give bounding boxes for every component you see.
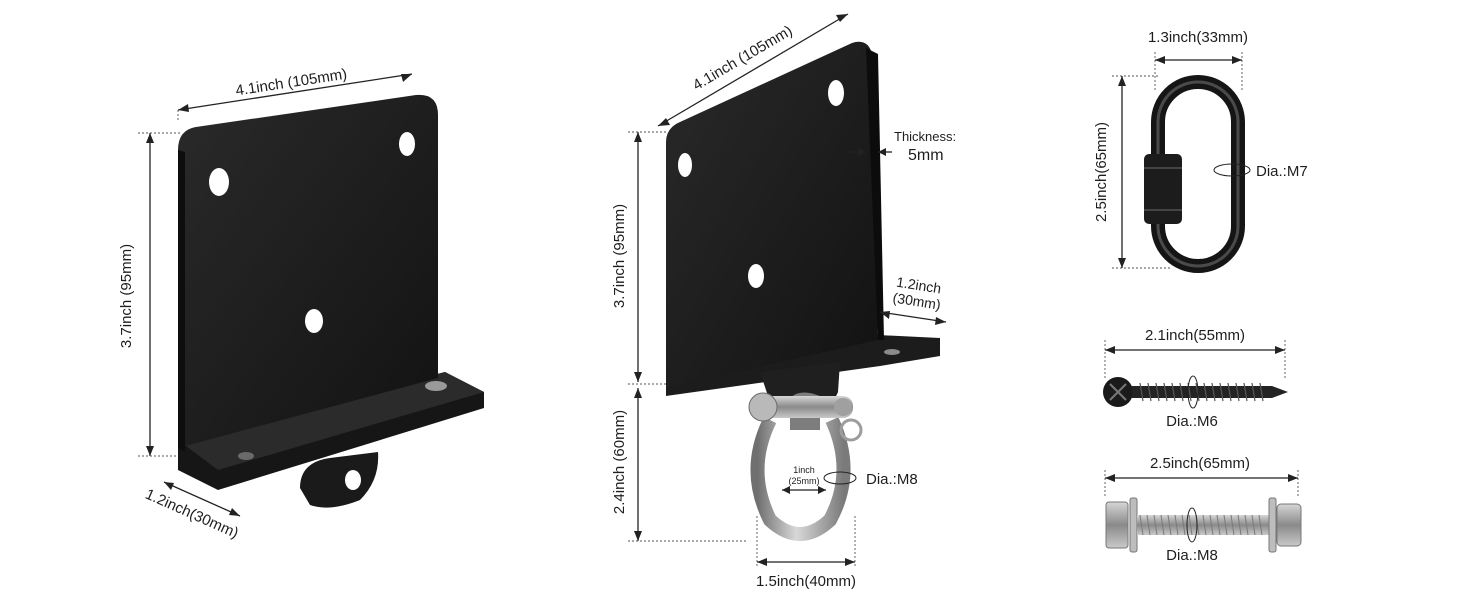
quick-link-dia-ring [1213,163,1251,177]
hex-bolt-dia-ring [1186,507,1198,543]
bracket-side-flange [666,335,940,396]
bracket-front-height-label: 3.7inch (95mm) [118,244,135,348]
bracket-side-shackle-dia-label: Dia.:M8 [866,471,918,488]
bracket-front-swivel-eye [300,452,379,508]
bracket-front-hole-top-left [209,168,229,196]
hex-bolt-dia-label: Dia.:M8 [1166,547,1218,564]
bracket-side-flange-line1: 1.2inch [895,274,942,297]
bracket-side-flange-line2: (30mm) [892,289,942,312]
bracket-side-plate-edge [866,48,884,340]
hex-bolt-nut [1276,503,1302,547]
bracket-side-flange-hole [884,349,900,355]
bracket-side-thickness-value: 5mm [908,147,944,164]
lag-screw: 2.1inch(55mm) Dia.:M6 [1103,327,1288,430]
bracket-side-hole-center [748,264,764,288]
quick-link: 1.3inch(33mm) 2.5inch(65mm) Dia.:M7 [1093,29,1308,273]
bracket-front-view: 4.1inch (105mm) 3.7inch (95mm) 1.2inch(3… [118,66,484,542]
bracket-side-thickness-title: Thickness: [894,129,956,144]
bracket-side-plate [666,41,878,389]
hex-bolt-washer-left [1129,497,1138,553]
bracket-side-height-label: 3.7inch (95mm) [611,204,628,308]
bracket-side-hole-top-left [678,153,692,177]
bracket-front-hole-top-right [399,132,415,156]
bracket-side-shackle-inner-line2: (25mm) [789,476,820,486]
quick-link-height-label: 2.5inch(65mm) [1093,122,1110,222]
quick-link-nut [1144,154,1182,224]
bracket-side-view: 4.1inch (105mm) Thickness: 5mm 3.7inch (… [611,13,956,590]
bracket-front-width-label: 4.1inch (105mm) [234,66,348,100]
bracket-front-plate [178,94,438,448]
quick-link-width-label: 1.3inch(33mm) [1148,29,1248,46]
lag-screw-shank [1132,386,1272,398]
bracket-side-shackle-width-label: 1.5inch(40mm) [756,573,856,590]
hex-bolt-washer-right [1268,497,1277,553]
bracket-front-flange-hole [238,452,254,460]
bracket-front-swivel-hole [345,470,361,490]
bracket-front-flange-top [178,372,484,470]
bracket-side-hole-top-right [828,80,844,106]
hex-bolt: 2.5inch(65mm) Dia.:M8 [1104,455,1302,564]
lag-screw-length-label: 2.1inch(55mm) [1145,327,1245,344]
lag-screw-dia-label: Dia.:M6 [1166,413,1218,430]
bracket-front-flange-slot [425,381,447,391]
hex-bolt-length-label: 2.5inch(65mm) [1150,455,1250,472]
bracket-side-shackle-height-label: 2.4inch (60mm) [611,410,628,514]
quick-link-dia-label: Dia.:M7 [1256,163,1308,180]
hex-bolt-head [1105,501,1129,549]
bracket-side-shackle-inner-line1: 1inch [793,465,815,475]
bracket-side-shackle-dia-ring [823,471,857,485]
bracket-side-shackle [748,392,863,541]
lag-screw-dia-ring [1187,375,1199,409]
bracket-front-hole-center [305,309,323,333]
bracket-front-plate-edge [178,150,185,452]
